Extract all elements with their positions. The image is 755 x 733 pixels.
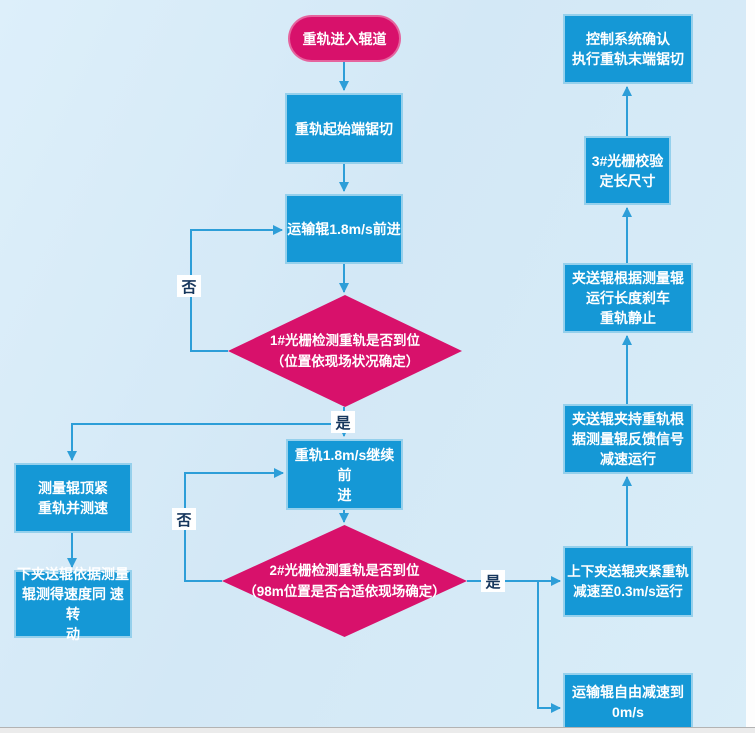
start-node: 重轨进入辊道 <box>288 15 401 62</box>
process-transport-forward: 运输辊1.8m/s前进 <box>285 194 403 264</box>
decision-grating1: 1#光栅检测重轨是否到位 （位置依现场状况确定） <box>228 295 462 407</box>
process-lower-pinch-sync: 下夹送辊依据测量 辊测得速度同 速转 动 <box>14 566 132 642</box>
process-grating3-verify: 3#光栅校验 定长尺寸 <box>584 136 671 205</box>
process-end-saw-confirm: 控制系统确认 执行重轨末端锯切 <box>563 14 693 84</box>
process-pinch-clamp-decel: 上下夹送辊夹紧重轨 减速至0.3m/s运行 <box>563 546 693 617</box>
edge-label-no-1: 否 <box>177 275 201 297</box>
right-margin-strip <box>746 0 755 733</box>
decision-grating1-label: 1#光栅检测重轨是否到位 （位置依现场状况确定） <box>269 333 421 369</box>
process-pinch-feedback-decel: 夹送辊夹持重轨根 据测量辊反馈信号 减速运行 <box>563 404 693 474</box>
decision-grating2-label: 2#光栅检测重轨是否到位 （98m位置是否合适依现场确定） <box>243 563 446 599</box>
process-pinch-brake-stop: 夹送辊根据测量辊 运行长度刹车 重轨静止 <box>563 263 693 333</box>
edge-label-yes-2: 是 <box>481 570 505 592</box>
process-rail-continue: 重轨1.8m/s继续前 进 <box>286 439 403 510</box>
process-transport-free-decel: 运输辊自由减速到 0m/s <box>563 673 693 730</box>
connector-branch-to-measure-roller <box>67 423 344 461</box>
process-measure-roller: 测量辊顶紧 重轨并测速 <box>14 463 132 533</box>
connector-branch-to-free-decel <box>537 581 561 713</box>
bottom-window-bar <box>0 727 755 733</box>
process-saw-start-end: 重轨起始端锯切 <box>285 93 403 164</box>
decision-grating2: 2#光栅检测重轨是否到位 （98m位置是否合适依现场确定） <box>222 525 467 637</box>
edge-label-no-2: 否 <box>172 508 196 530</box>
edge-label-yes-1: 是 <box>331 411 355 433</box>
